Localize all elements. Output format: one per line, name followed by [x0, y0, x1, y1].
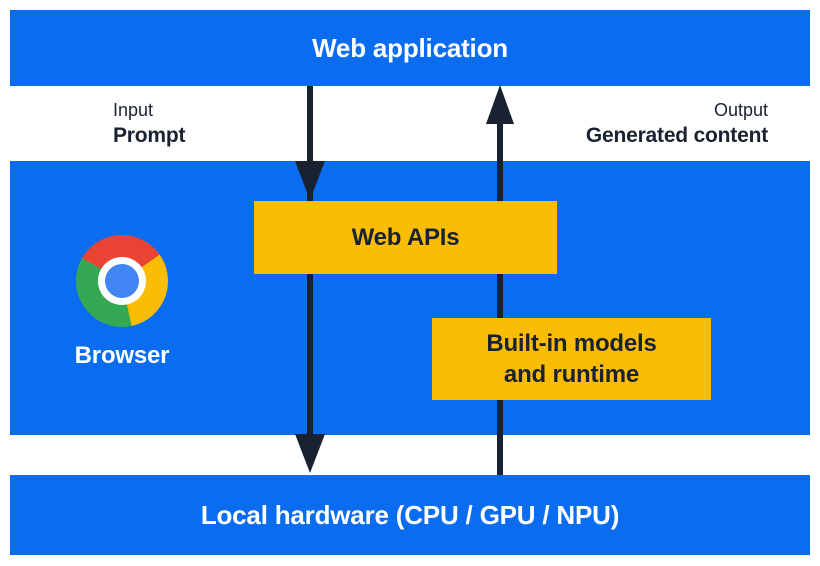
generated-content-label: Generated content [585, 124, 768, 147]
output-title: Output [713, 100, 768, 120]
prompt-label: Prompt [113, 124, 186, 147]
web-apis-box: Web APIs [254, 201, 557, 274]
input-flow-label: Input Prompt [113, 98, 186, 149]
output-flow-label: Output Generated content [586, 98, 768, 149]
browser-badge: Browser [52, 235, 192, 370]
web-application-layer: Web application [10, 10, 810, 86]
local-hardware-label: Local hardware (CPU / GPU / NPU) [200, 499, 620, 530]
builtin-models-label-line1: Built-in models [486, 330, 657, 357]
builtin-models-box: Built-in models and runtime [432, 318, 711, 400]
web-application-label: Web application [312, 32, 508, 63]
chrome-logo-icon [76, 235, 168, 327]
builtin-models-label-line2: and runtime [503, 361, 640, 388]
browser-label: Browser [74, 342, 170, 369]
web-apis-label: Web APIs [351, 223, 460, 251]
input-title: Input [113, 100, 154, 120]
local-hardware-layer: Local hardware (CPU / GPU / NPU) [10, 475, 810, 555]
